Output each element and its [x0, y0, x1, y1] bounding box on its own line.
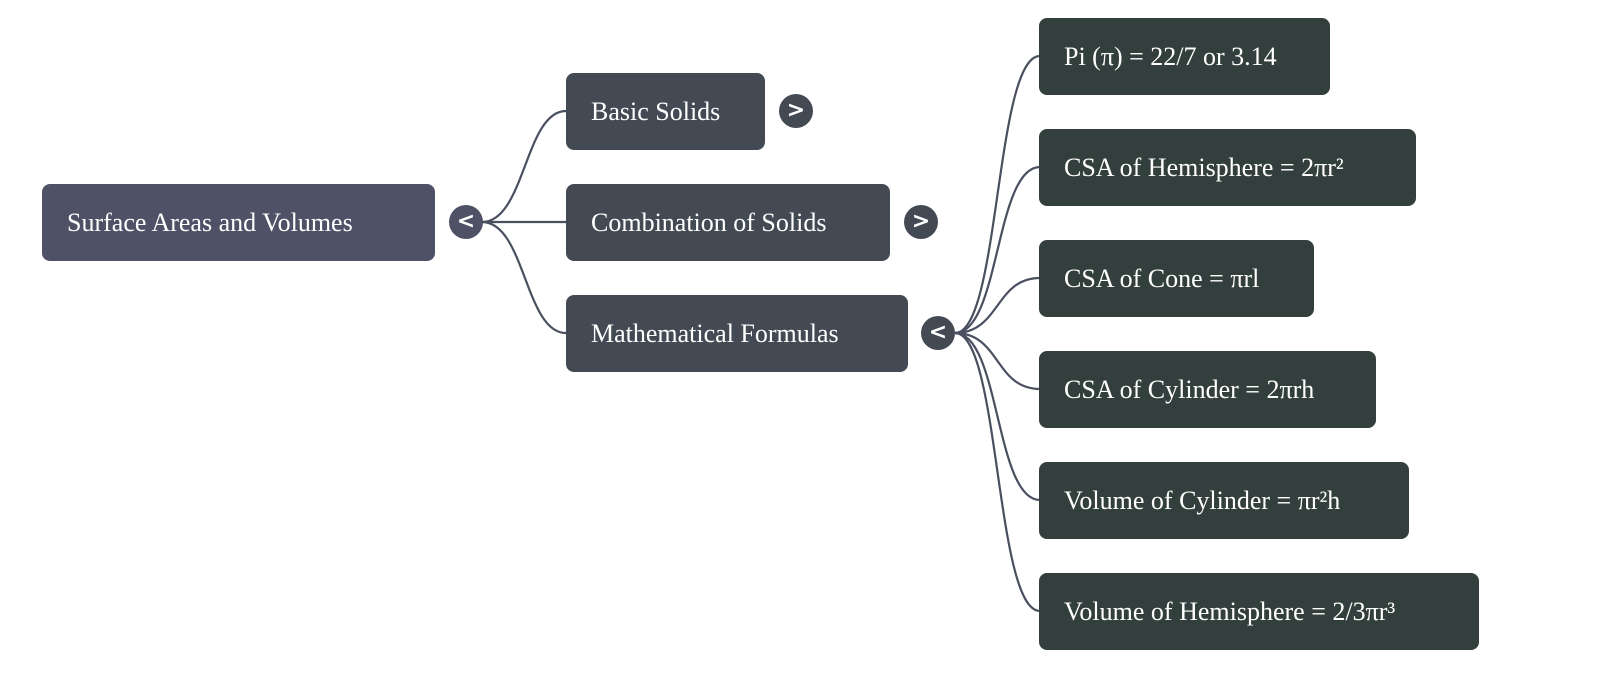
- node-label: CSA of Cone = πrl: [1064, 263, 1260, 293]
- node-label: Volume of Cylinder = πr²h: [1064, 485, 1341, 515]
- link-formulas-pi: [954, 54, 1041, 335]
- link-formulas-csa-hemisphere: [954, 165, 1041, 335]
- node-csa-hemisphere[interactable]: CSA of Hemisphere = 2πr²: [1039, 129, 1416, 206]
- chevron-left-icon: <: [456, 209, 476, 234]
- link-formulas-csa-cone: [954, 276, 1041, 335]
- node-label: Combination of Solids: [591, 207, 827, 237]
- node-mathematical-formulas[interactable]: Mathematical Formulas: [566, 295, 908, 372]
- chevron-right-icon: >: [786, 98, 806, 123]
- node-csa-cylinder[interactable]: CSA of Cylinder = 2πrh: [1039, 351, 1376, 428]
- chevron-left-icon: <: [928, 320, 948, 345]
- chevron-right-icon: >: [911, 209, 931, 234]
- node-label: CSA of Cylinder = 2πrh: [1064, 374, 1315, 404]
- node-label: Volume of Hemisphere = 2/3πr³: [1064, 596, 1396, 626]
- expand-combination-toggle[interactable]: >: [904, 205, 938, 239]
- node-csa-cone[interactable]: CSA of Cone = πrl: [1039, 240, 1314, 317]
- node-label: Pi (π) = 22/7 or 3.14: [1064, 41, 1277, 71]
- link-formulas-csa-cylinder: [954, 331, 1041, 391]
- link-root-basic-solids: [481, 109, 567, 224]
- root-node-label: Surface Areas and Volumes: [67, 207, 353, 237]
- link-root-formulas: [481, 220, 567, 335]
- link-formulas-vol-cylinder: [954, 331, 1041, 502]
- expand-basic-solids-toggle[interactable]: >: [779, 94, 813, 128]
- node-volume-hemisphere[interactable]: Volume of Hemisphere = 2/3πr³: [1039, 573, 1479, 650]
- node-label: Basic Solids: [591, 96, 721, 126]
- node-basic-solids[interactable]: Basic Solids: [566, 73, 765, 150]
- node-pi-value[interactable]: Pi (π) = 22/7 or 3.14: [1039, 18, 1330, 95]
- collapse-root-toggle[interactable]: <: [449, 205, 483, 239]
- root-node[interactable]: Surface Areas and Volumes: [42, 184, 435, 261]
- node-label: Mathematical Formulas: [591, 318, 839, 348]
- node-label: CSA of Hemisphere = 2πr²: [1064, 152, 1344, 182]
- node-combination-of-solids[interactable]: Combination of Solids: [566, 184, 890, 261]
- node-volume-cylinder[interactable]: Volume of Cylinder = πr²h: [1039, 462, 1409, 539]
- collapse-formulas-toggle[interactable]: <: [921, 316, 955, 350]
- link-formulas-vol-hemisphere: [954, 331, 1041, 613]
